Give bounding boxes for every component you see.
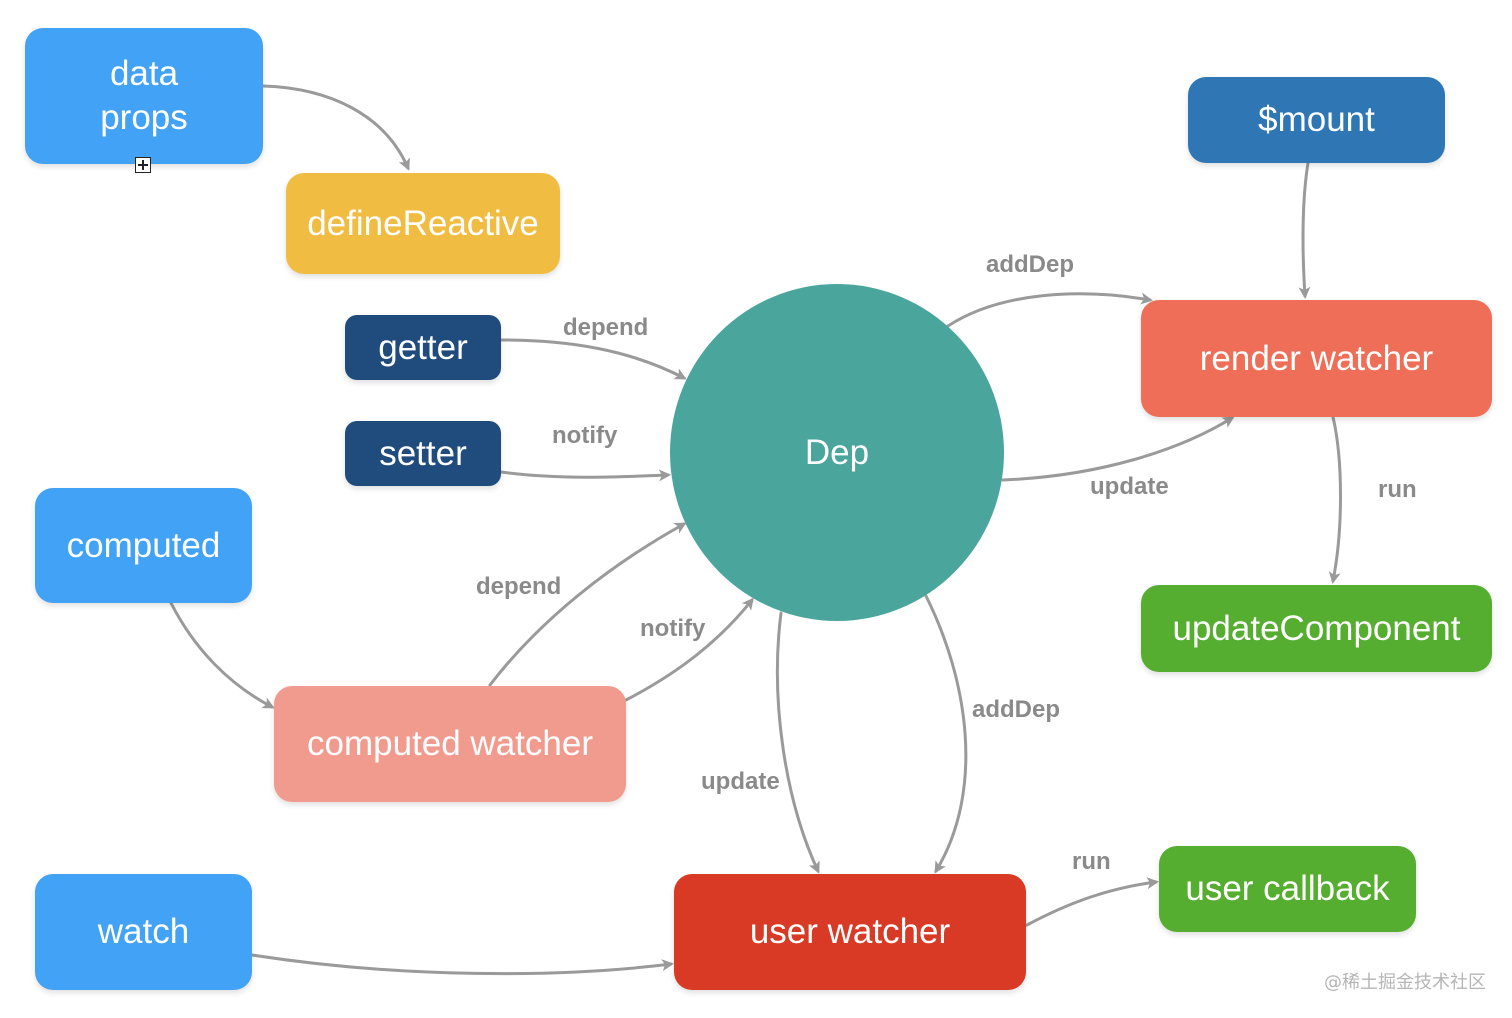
edge-dep-to-render-watcher-update [1001, 416, 1235, 482]
watch-label: watch [97, 912, 190, 952]
props-label: props [100, 98, 188, 137]
edge-user-watcher-to-user-callback [1025, 877, 1159, 927]
computed-node: computed [35, 488, 252, 603]
edge-label-user-update: update [701, 768, 780, 795]
user-watcher-node: user watcher [674, 874, 1026, 990]
dep-node: Dep [670, 284, 1004, 621]
edge-computed-watcher-depend-to-dep [488, 522, 687, 687]
edge-label-render-adddep: addDep [986, 251, 1075, 278]
edge-dep-to-render-watcher-adddep [946, 292, 1153, 328]
user-callback-node: user callback [1159, 846, 1416, 932]
dep-label: Dep [804, 432, 870, 472]
watermark: @稀土掘金技术社区 [1324, 972, 1486, 993]
data-label: data [109, 54, 179, 94]
computed-watcher-label: computed watcher [307, 724, 593, 764]
expand-plus-icon[interactable] [135, 157, 151, 173]
edge-label-render-update: update [1090, 473, 1169, 500]
getter-label: getter [378, 327, 468, 367]
edge-data-props-to-define-reactive [261, 84, 410, 171]
render-watcher-label: render watcher [1199, 338, 1434, 378]
edge-mount-to-render-watcher [1298, 161, 1311, 299]
edge-render-watcher-to-update-component [1328, 415, 1342, 584]
edge-label-user-adddep: addDep [972, 696, 1061, 723]
update-component-label: updateComponent [1172, 608, 1461, 648]
computed-label: computed [66, 525, 221, 565]
edge-computed-watcher-notify-to-dep [624, 597, 754, 702]
edge-setter-to-dep [499, 469, 671, 482]
edge-label-user-run: run [1072, 848, 1111, 875]
edge-getter-to-dep [499, 338, 687, 380]
computed-watcher-node: computed watcher [274, 686, 626, 802]
setter-node: setter [345, 421, 501, 486]
edge-label-render-run: run [1378, 476, 1417, 503]
getter-node: getter [345, 315, 501, 380]
define-reactive-node: defineReactive [286, 173, 560, 274]
edge-label-computed-depend: depend [476, 573, 562, 600]
edge-dep-to-user-watcher-update [775, 611, 820, 874]
edge-label-setter-notify: notify [552, 422, 618, 449]
user-watcher-label: user watcher [749, 912, 951, 952]
setter-label: setter [379, 433, 467, 473]
edge-watch-to-user-watcher [250, 953, 674, 976]
edge-computed-to-computed-watcher [169, 601, 275, 709]
render-watcher-node: render watcher [1141, 300, 1492, 417]
edge-label-computed-notify: notify [640, 615, 706, 642]
edge-label-getter-depend: depend [563, 314, 649, 341]
edge-dep-to-user-watcher-adddep [924, 594, 968, 874]
watch-node: watch [35, 874, 252, 990]
mount-node: $mount [1188, 77, 1445, 163]
user-callback-label: user callback [1185, 869, 1390, 909]
update-component-node: updateComponent [1141, 585, 1492, 672]
data-props-node: data props [25, 28, 263, 164]
define-reactive-label: defineReactive [307, 203, 539, 243]
mount-label: $mount [1258, 100, 1375, 140]
